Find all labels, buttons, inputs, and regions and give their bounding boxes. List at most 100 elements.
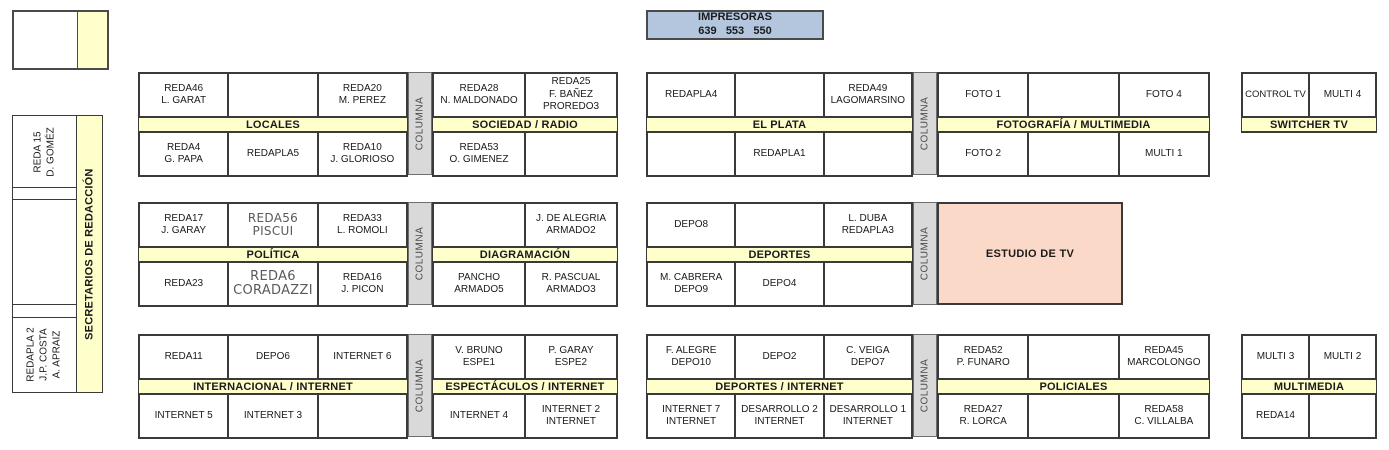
desk-cell — [823, 262, 912, 306]
section-band: DEPORTES / INTERNET — [647, 379, 912, 394]
section-band: FOTOGRAFÍA / MULTIMEDIA — [938, 117, 1209, 132]
desk-cell — [1028, 73, 1119, 117]
printers-box: IMPRESORAS 639 553 550 — [646, 10, 824, 40]
desk-cell — [13, 188, 76, 201]
desk-label-vertical: REDAPLA 2 J.P. COSTA A. APRAIZ — [25, 327, 63, 382]
desk-cell: INTERNET 7 INTERNET — [647, 394, 736, 438]
columna-label: COLUMNA — [414, 358, 426, 413]
desk-cell: REDA20 M. PEREZ — [317, 73, 407, 117]
secretarios-block: REDA 15 D. GOMÉZ REDAPLA 2 J.P. COSTA A.… — [12, 115, 103, 393]
desk-cell: INTERNET 6 — [317, 335, 407, 379]
section-band: SOCIEDAD / RADIO — [433, 117, 617, 132]
desk-cell: V. BRUNO ESPE1 — [433, 335, 525, 379]
columna-pillar: COLUMNA — [913, 202, 937, 305]
desk-cell: C. VEIGA DEPO7 — [823, 335, 912, 379]
columna-pillar: COLUMNA — [408, 72, 432, 175]
section-locales: REDA46 L. GARAT REDA20 M. PEREZ LOCALES … — [138, 72, 408, 177]
secretarios-desk-column: REDA 15 D. GOMÉZ REDAPLA 2 J.P. COSTA A.… — [13, 116, 76, 392]
desk-cell: REDAPLA4 — [647, 73, 736, 117]
desk-cell: MULTI 2 — [1309, 335, 1376, 379]
columna-label: COLUMNA — [414, 96, 426, 151]
desk-cell: M. CABRERA DEPO9 — [647, 262, 736, 306]
desk-cell: REDA17 J. GARAY — [139, 203, 229, 247]
section-band: INTERNACIONAL / INTERNET — [139, 379, 407, 394]
section-diagramacion: J. DE ALEGRIA ARMADO2 DIAGRAMACIÓN PANCH… — [432, 202, 618, 307]
desk-cell — [1309, 394, 1376, 438]
section-fotografia-multimedia: FOTO 1 FOTO 4 FOTOGRAFÍA / MULTIMEDIA FO… — [937, 72, 1210, 177]
desk-cell: DEPO6 — [228, 335, 318, 379]
columna-pillar: COLUMNA — [408, 202, 432, 305]
desk-cell: CONTROL TV — [1242, 73, 1309, 117]
corner-box — [12, 10, 109, 70]
desk-cell: DEPO4 — [735, 262, 824, 306]
desk-cell: REDA49 LAGOMARSINO — [823, 73, 912, 117]
desk-cell: DEPO8 — [647, 203, 736, 247]
section-band: POLICIALES — [938, 379, 1209, 394]
desk-cell: REDA11 — [139, 335, 229, 379]
desk-cell: REDA27 R. LORCA — [938, 394, 1029, 438]
columna-label: COLUMNA — [919, 358, 931, 413]
printers-title: IMPRESORAS — [698, 11, 772, 24]
desk-cell: REDA53 O. GIMENEZ — [433, 132, 525, 176]
desk-cell: REDA25 F. BAÑEZ PROREDO3 — [525, 73, 617, 117]
desk-cell: REDA46 L. GARAT — [139, 73, 229, 117]
section-el-plata: REDAPLA4 REDA49 LAGOMARSINO EL PLATA RED… — [646, 72, 913, 177]
section-band: ESPECTÁCULOS / INTERNET — [433, 379, 617, 394]
desk-cell: REDA28 N. MALDONADO — [433, 73, 525, 117]
secretarios-label: SECRETARIOS DE REDACCIÓN — [83, 168, 96, 340]
corner-box-yellow-area — [77, 12, 107, 68]
desk-cell: REDAPLA5 — [228, 132, 318, 176]
columna-label: COLUMNA — [919, 226, 931, 281]
desk-cell: REDA6 CORADAZZI — [228, 262, 318, 306]
desk-cell: REDA16 J. PICON — [317, 262, 407, 306]
desk-cell — [735, 203, 824, 247]
secretarios-strip: SECRETARIOS DE REDACCIÓN — [76, 116, 102, 392]
section-sociedad-radio: REDA28 N. MALDONADO REDA25 F. BAÑEZ PROR… — [432, 72, 618, 177]
desk-cell: REDA23 — [139, 262, 229, 306]
desk-cell: REDA 15 D. GOMÉZ — [13, 116, 76, 189]
desk-cell — [317, 394, 407, 438]
section-switcher-tv: CONTROL TV MULTI 4 SWITCHER TV — [1241, 72, 1377, 133]
columna-pillar: COLUMNA — [913, 334, 937, 437]
desk-cell: REDA56 PISCUI — [228, 203, 318, 247]
section-band: MULTIMEDIA — [1242, 379, 1376, 394]
desk-cell — [647, 132, 736, 176]
section-band: EL PLATA — [647, 117, 912, 132]
section-politica: REDA17 J. GARAY REDA56 PISCUI REDA33 L. … — [138, 202, 408, 307]
desk-cell — [433, 203, 525, 247]
desk-cell: FOTO 4 — [1118, 73, 1209, 117]
desk-cell: REDAPLA1 — [735, 132, 824, 176]
desk-cell: INTERNET 3 — [228, 394, 318, 438]
desk-cell: REDA58 C. VILLALBA — [1118, 394, 1209, 438]
desk-cell — [823, 132, 912, 176]
section-deportes-internet: F. ALEGRE DEPO10 DEPO2 C. VEIGA DEPO7 DE… — [646, 334, 913, 439]
desk-cell: DESARROLLO 2 INTERNET — [735, 394, 824, 438]
desk-cell: REDAPLA 2 J.P. COSTA A. APRAIZ — [13, 318, 76, 392]
desk-cell: REDA10 J. GLORIOSO — [317, 132, 407, 176]
desk-cell: MULTI 1 — [1118, 132, 1209, 176]
desk-cell: DESARROLLO 1 INTERNET — [823, 394, 912, 438]
section-band: DIAGRAMACIÓN — [433, 247, 617, 262]
section-multimedia: MULTI 3 MULTI 2 MULTIMEDIA REDA14 — [1241, 334, 1377, 439]
desk-cell: FOTO 1 — [938, 73, 1029, 117]
columna-label: COLUMNA — [919, 96, 931, 151]
section-band: DEPORTES — [647, 247, 912, 262]
desk-cell — [1028, 132, 1119, 176]
desk-cell: REDA14 — [1242, 394, 1309, 438]
tv-studio-box: ESTUDIO DE TV — [937, 202, 1123, 305]
section-deportes: DEPO8 L. DUBA REDAPLA3 DEPORTES M. CABRE… — [646, 202, 913, 307]
desk-cell: INTERNET 4 — [433, 394, 525, 438]
section-band: SWITCHER TV — [1242, 117, 1376, 132]
desk-label-vertical: REDA 15 D. GOMÉZ — [32, 127, 57, 177]
desk-cell: MULTI 4 — [1309, 73, 1376, 117]
columna-pillar: COLUMNA — [913, 72, 937, 175]
columna-pillar: COLUMNA — [408, 334, 432, 437]
desk-cell: REDA45 MARCOLONGO — [1118, 335, 1209, 379]
section-espectaculos-internet: V. BRUNO ESPE1 P. GARAY ESPE2 ESPECTÁCUL… — [432, 334, 618, 439]
desk-cell: MULTI 3 — [1242, 335, 1309, 379]
desk-cell — [735, 73, 824, 117]
desk-cell: L. DUBA REDAPLA3 — [823, 203, 912, 247]
desk-cell: F. ALEGRE DEPO10 — [647, 335, 736, 379]
desk-cell — [13, 200, 76, 305]
